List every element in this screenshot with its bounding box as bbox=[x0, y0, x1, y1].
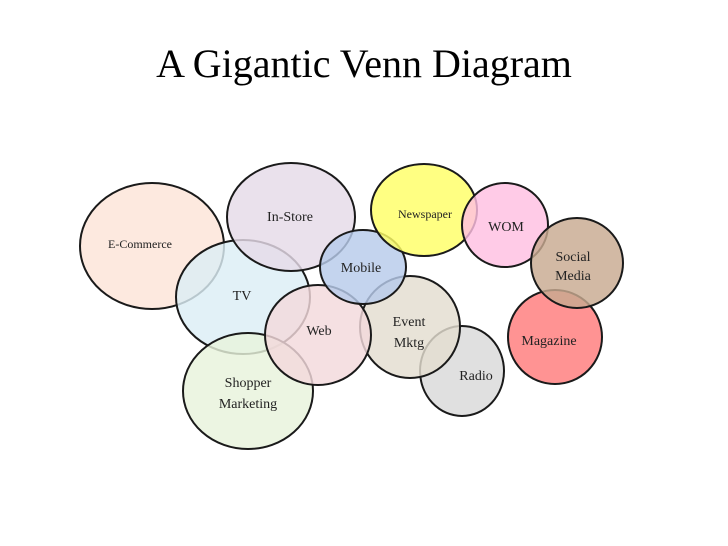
label-ecommerce: E-Commerce bbox=[108, 237, 172, 251]
circle-web bbox=[264, 284, 372, 386]
label-tv: TV bbox=[233, 289, 252, 304]
label-newspaper: Newspaper bbox=[398, 207, 452, 221]
label-event-line1: Event bbox=[393, 315, 426, 330]
label-shopper-line2: Marketing bbox=[219, 397, 277, 412]
slide-title: A Gigantic Venn Diagram bbox=[156, 41, 572, 86]
label-instore: In-Store bbox=[267, 210, 313, 225]
label-event-line2: Mktg bbox=[394, 336, 424, 351]
label-social-line1: Social bbox=[556, 250, 591, 265]
circle-mobile bbox=[319, 229, 407, 305]
circle-wom bbox=[461, 182, 549, 268]
label-web: Web bbox=[306, 324, 331, 339]
label-radio: Radio bbox=[459, 369, 492, 384]
label-mobile: Mobile bbox=[341, 261, 381, 276]
label-shopper-line1: Shopper bbox=[225, 376, 272, 391]
label-wom: WOM bbox=[488, 220, 524, 235]
label-magazine: Magazine bbox=[521, 334, 576, 349]
label-social-line2: Media bbox=[555, 269, 592, 284]
circle-instore bbox=[226, 162, 356, 272]
circle-social bbox=[530, 217, 624, 309]
